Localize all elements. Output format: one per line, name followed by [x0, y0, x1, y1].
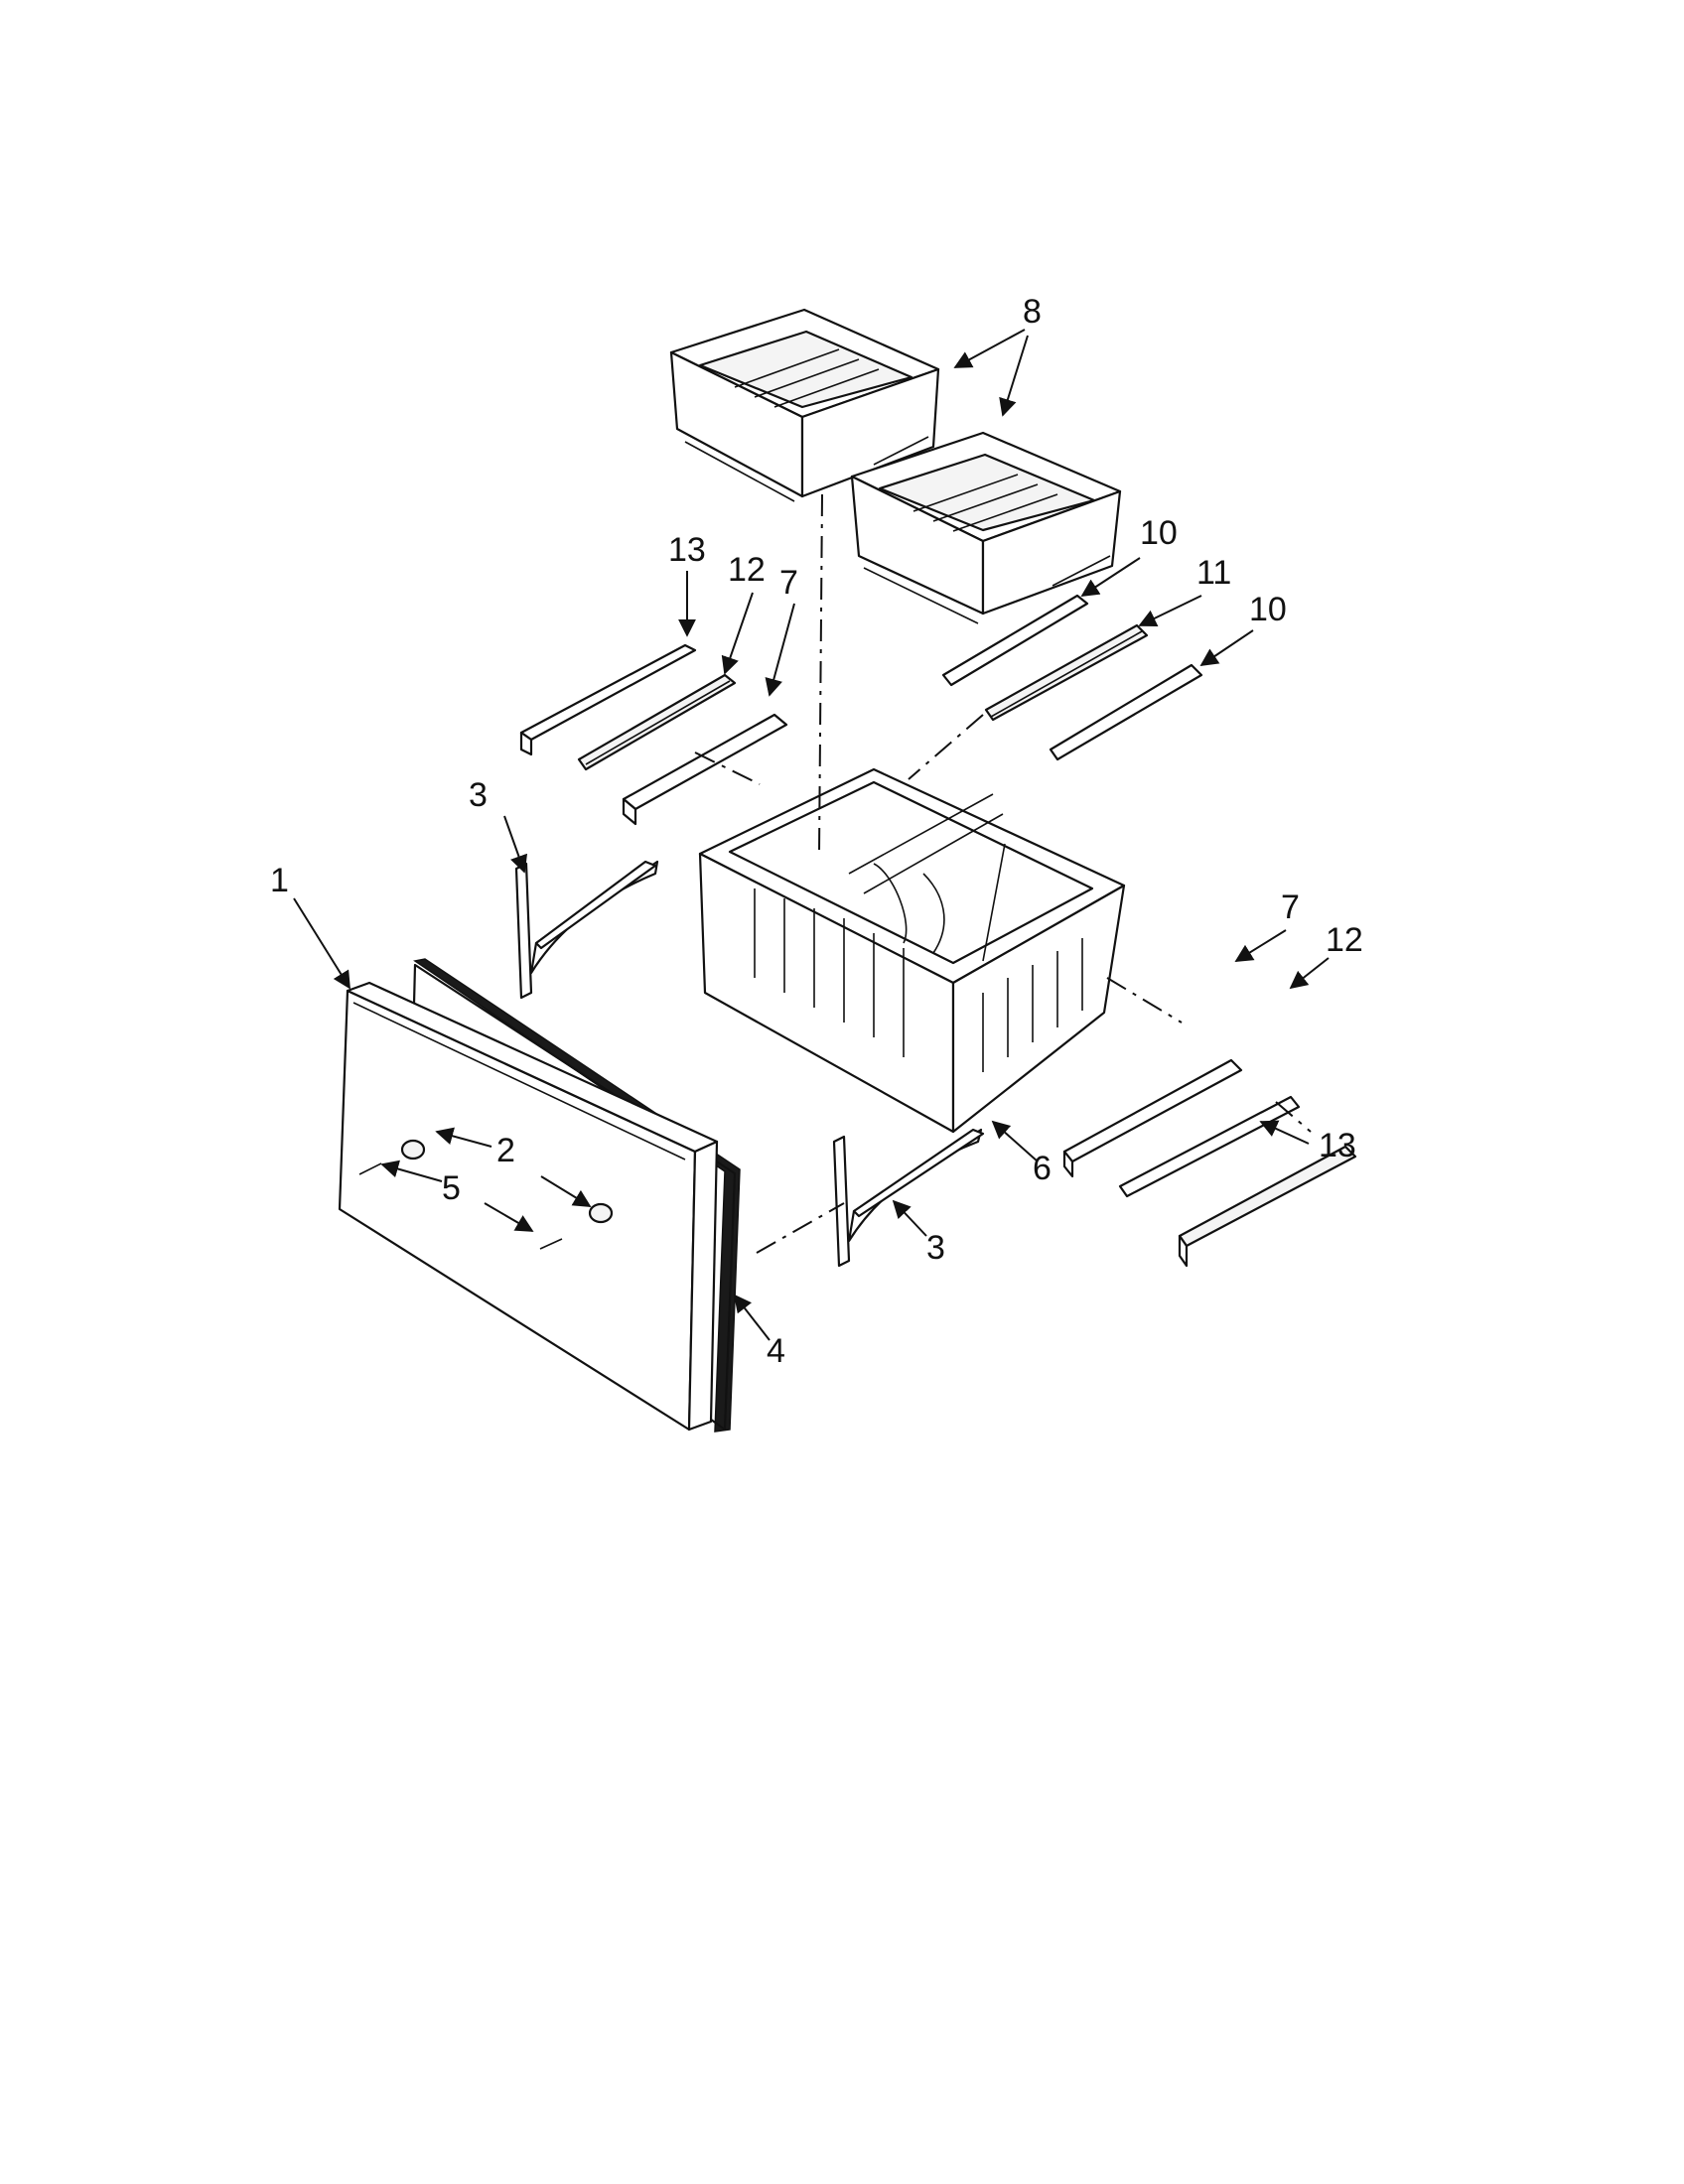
- callout-label-4: 4: [767, 1332, 785, 1370]
- callout-label-13-left: 13: [668, 531, 706, 569]
- crisper-pan-lower: [850, 431, 1122, 624]
- callout-label-1: 1: [270, 862, 289, 899]
- alignment-lines: [694, 493, 1312, 1254]
- slide-bracket-right: [832, 1128, 985, 1268]
- slide-rail-13-left: [519, 643, 697, 756]
- callout-label-8: 8: [1023, 293, 1042, 331]
- drawer-front-assembly: [338, 958, 741, 1433]
- drawer-handle-screws: [358, 1139, 614, 1250]
- callout-label-3-right: 3: [926, 1229, 945, 1267]
- callout-label-12-right: 12: [1326, 921, 1363, 959]
- slide-rail-12-left: [577, 673, 737, 771]
- callout-label-2: 2: [496, 1132, 515, 1169]
- slide-rail-11: [984, 623, 1149, 722]
- slide-rail-7-left: [622, 713, 788, 826]
- callout-label-5: 5: [442, 1169, 461, 1207]
- callout-label-6: 6: [1033, 1150, 1052, 1187]
- freezer-drawer-bin: [698, 767, 1126, 1134]
- slide-rail-10-upper: [941, 594, 1089, 687]
- slide-rail-13-right: [1178, 1145, 1357, 1268]
- callout-label-13-right: 13: [1319, 1127, 1356, 1164]
- callout-leaders: [293, 329, 1330, 1341]
- slide-rail-12-right: [1118, 1095, 1301, 1198]
- callout-label-10-upper: 10: [1140, 514, 1178, 552]
- callout-label-11: 11: [1196, 554, 1231, 592]
- callout-label-3-left: 3: [469, 776, 488, 814]
- crisper-pan-upper: [669, 308, 940, 502]
- slide-rail-7-right: [1062, 1058, 1243, 1178]
- slide-bracket-left: [514, 860, 659, 1000]
- callout-label-12-left: 12: [728, 551, 766, 589]
- callout-label-7-right: 7: [1281, 888, 1300, 926]
- callout-label-7-left: 7: [779, 564, 798, 602]
- callout-label-10-lower: 10: [1249, 591, 1287, 628]
- slide-rail-10-lower: [1049, 663, 1203, 761]
